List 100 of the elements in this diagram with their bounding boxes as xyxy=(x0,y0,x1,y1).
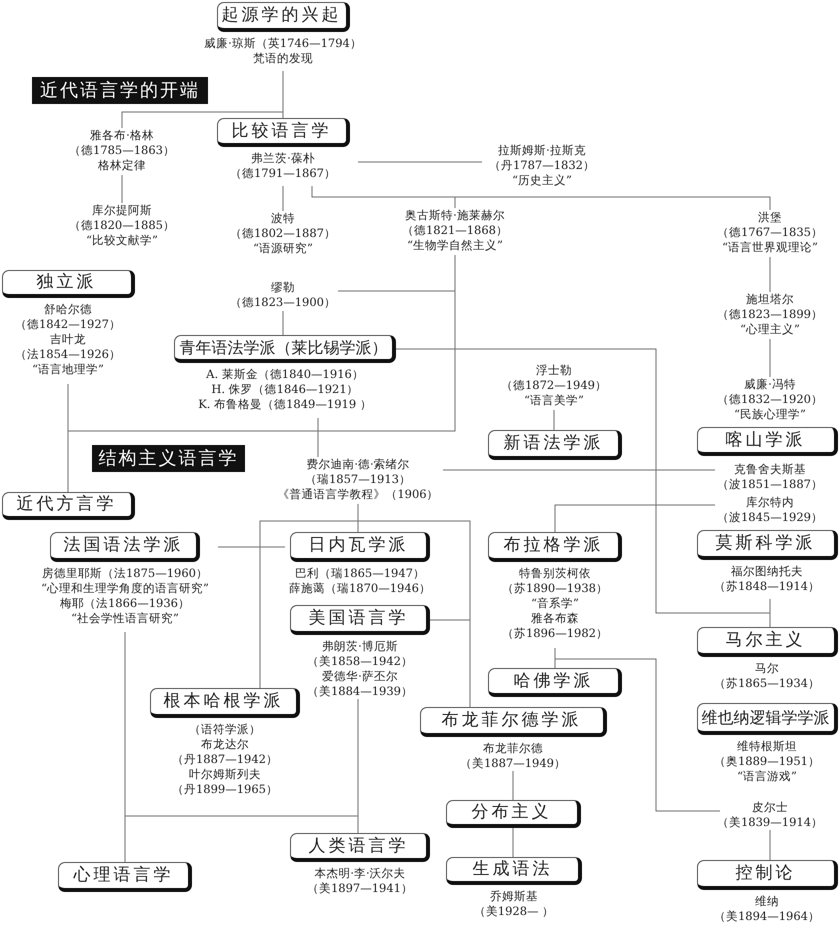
note-text: （德1820—1885） xyxy=(68,218,176,233)
note-text: 弗朗茨·博厄斯 xyxy=(322,639,398,654)
note-text: 梵语的发现 xyxy=(253,51,313,66)
school-box: 生成语法 xyxy=(446,857,582,885)
connector-line xyxy=(124,632,126,862)
note-text: 马尔 xyxy=(755,661,779,676)
note-text: （法1854—1926） xyxy=(14,347,122,362)
note-text: （德1823—1899） xyxy=(716,307,824,322)
note-text: “比较文献学” xyxy=(86,233,158,248)
school-box: 马尔主义 xyxy=(696,627,838,657)
connector-line xyxy=(218,546,286,548)
connector-line xyxy=(554,504,716,532)
school-box: 美国语言学 xyxy=(290,605,430,635)
note-text: “语言世界观理论” xyxy=(722,240,818,255)
note-text: “语言美学” xyxy=(524,393,584,408)
note-text: （苏1865—1934） xyxy=(714,676,820,691)
note-text: 雅各布·格林 xyxy=(90,128,154,143)
note-text: 浮士勒 xyxy=(536,363,572,378)
connector-line xyxy=(512,828,514,858)
note-text: 奥古斯特·施莱赫尔 xyxy=(405,208,505,223)
note-text: “心理主义” xyxy=(740,322,800,337)
connector-line xyxy=(512,770,514,800)
note-text: 乔姆斯基 xyxy=(490,889,538,904)
note-text: 叶尔姆斯列夫 xyxy=(189,767,261,782)
school-box: 近代方言学 xyxy=(2,492,134,520)
title-banner: 结构主义语言学 xyxy=(92,445,245,472)
note-text: （语符学派） xyxy=(189,722,261,737)
note-text: 库尔提阿斯 xyxy=(92,203,152,218)
note-text: “生物学自然主义” xyxy=(407,238,503,253)
note-text: “音系学” xyxy=(531,596,579,611)
note-text: （丹1887—1942） xyxy=(172,752,278,767)
note-text: （德1767—1835） xyxy=(716,225,824,240)
note-text: 薛施蔼（瑞1870—1946） xyxy=(288,581,432,596)
note-text: “语言地理学” xyxy=(32,362,104,377)
note-text: 缪勒 xyxy=(271,280,295,295)
note-text: 维特根斯坦 xyxy=(737,739,797,754)
note-text: （德1791—1867） xyxy=(230,166,336,181)
note-text: （苏1890—1938） xyxy=(502,581,608,596)
note-text: （美1897—1941） xyxy=(306,881,414,896)
school-box: 心理语言学 xyxy=(58,862,192,892)
note-text: K. 布鲁格曼（德1849—1919 ） xyxy=(198,397,372,412)
note-text: （苏1896—1982） xyxy=(502,626,608,641)
note-text: （美1884—1939） xyxy=(306,684,414,699)
note-text: 舒哈尔德 xyxy=(44,302,92,317)
school-box: 控制论 xyxy=(696,860,838,890)
note-text: 库尔特内 xyxy=(746,495,794,510)
school-box: 布龙菲尔德学派 xyxy=(420,707,606,737)
note-text: H. 侏罗（德1846—1921） xyxy=(211,382,359,397)
note-text: （德1785—1863） xyxy=(68,143,176,158)
connector-line xyxy=(122,70,284,128)
note-text: 费尔迪南·德·索绪尔 xyxy=(306,457,410,472)
note-text: （德1842—1927） xyxy=(14,317,122,332)
note-text: 威廉·冯特 xyxy=(744,377,796,392)
note-text: （美1839—1914） xyxy=(716,815,824,830)
school-box: 青年语法学派（莱比锡学派） xyxy=(174,335,396,363)
school-box: 莫斯科学派 xyxy=(696,530,838,560)
note-text: 威廉·琼斯（英1746—1794） xyxy=(204,36,362,51)
note-text: 布龙菲尔德 xyxy=(483,741,543,756)
note-text: 吉叶龙 xyxy=(50,332,86,347)
school-box: 新语法学派 xyxy=(488,430,622,460)
school-box: 法国语法学派 xyxy=(50,532,200,562)
note-text: （美1928— ） xyxy=(474,904,554,919)
school-box: 起源学的兴起 xyxy=(216,2,350,32)
note-text: 雅各布森 xyxy=(531,611,579,626)
note-text: “民族心理学” xyxy=(734,407,806,422)
connector-line xyxy=(554,648,720,812)
connector-line xyxy=(282,186,284,212)
school-box: 独立派 xyxy=(2,270,134,298)
note-text: 波特 xyxy=(271,211,295,226)
note-text: 布龙达尔 xyxy=(201,737,249,752)
title-banner: 近代语言学的开端 xyxy=(32,77,208,104)
note-text: “语言游戏” xyxy=(737,769,797,784)
note-text: （德1823—1900） xyxy=(230,295,336,310)
note-text: （丹1787—1832） xyxy=(488,158,596,173)
note-text: 皮尔士 xyxy=(752,800,788,815)
note-text: （德1821—1868） xyxy=(402,223,508,238)
note-text: （丹1899—1965） xyxy=(172,782,278,797)
note-text: （德1802—1887） xyxy=(230,226,336,241)
note-text: 维纳 xyxy=(755,894,779,909)
note-text: （德1832—1920） xyxy=(716,392,824,407)
note-text: 施坦塔尔 xyxy=(746,292,794,307)
note-text: “社会学性语言研究” xyxy=(71,611,179,626)
note-text: A. 莱斯金（德1840—1916） xyxy=(206,367,364,382)
connector-line xyxy=(282,310,284,336)
note-text: （德1872—1949） xyxy=(500,378,608,393)
school-box: 根本哈根学派 xyxy=(150,688,300,718)
note-text: （苏1848—1914） xyxy=(714,579,820,594)
school-box: 日内瓦学派 xyxy=(290,532,430,562)
note-text: 洪堡 xyxy=(758,210,782,225)
note-text: （美1887—1949） xyxy=(460,756,566,771)
note-text: 巴利（瑞1865—1947） xyxy=(294,566,426,581)
school-box: 比较语言学 xyxy=(216,118,350,147)
note-text: （波1851—1887） xyxy=(716,477,824,492)
note-text: 爱德华·萨丕尔 xyxy=(322,669,398,684)
note-text: 本杰明·李·沃尔夫 xyxy=(314,866,406,881)
school-box: 布拉格学派 xyxy=(488,532,622,562)
note-text: 《普通语言学教程》（1906） xyxy=(277,487,439,502)
note-text: （美1858—1942） xyxy=(306,654,414,669)
note-text: 拉斯姆斯·拉斯克 xyxy=(498,143,586,158)
note-text: （波1845—1929） xyxy=(716,510,824,525)
